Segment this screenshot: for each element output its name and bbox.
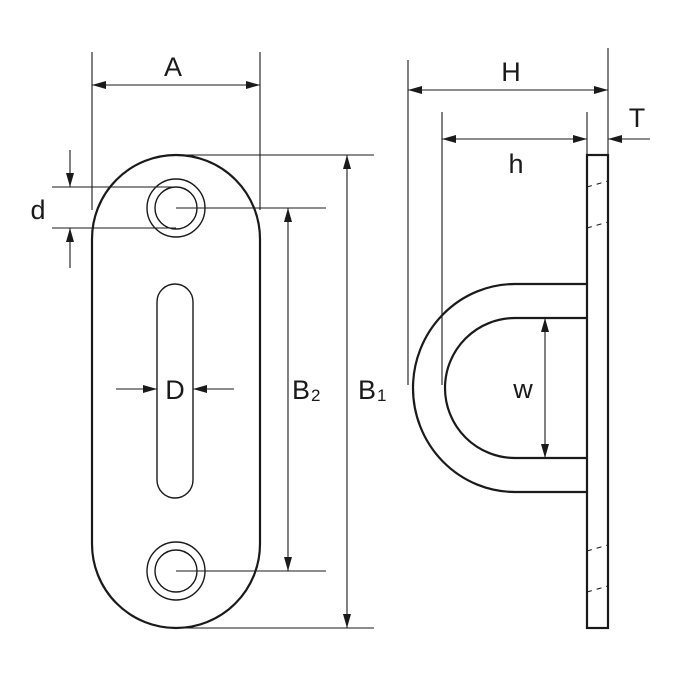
dimension-B1: B1 bbox=[343, 155, 386, 628]
label-A: A bbox=[164, 52, 182, 82]
label-B1: B1 bbox=[358, 375, 386, 405]
label-d: d bbox=[30, 195, 45, 225]
dimension-d: d bbox=[30, 150, 176, 268]
side-view: H h T w bbox=[407, 48, 650, 630]
loop-outer bbox=[411, 282, 587, 494]
label-T: T bbox=[629, 103, 646, 133]
dimension-A: A bbox=[91, 52, 261, 210]
label-D: D bbox=[165, 375, 185, 405]
center-slot bbox=[156, 283, 194, 499]
dimension-T: T bbox=[608, 103, 650, 143]
loop-inner bbox=[443, 316, 587, 460]
dimension-w: w bbox=[512, 318, 549, 458]
side-plate bbox=[585, 153, 610, 630]
dimension-D: D bbox=[116, 375, 234, 405]
dimension-h: h bbox=[441, 112, 588, 385]
label-h: h bbox=[508, 149, 523, 179]
dimension-B2: B2 bbox=[284, 208, 320, 571]
label-H: H bbox=[501, 57, 521, 87]
dimension-H: H bbox=[407, 48, 609, 385]
front-view: A d D B2 bbox=[30, 52, 386, 630]
label-B2: B2 bbox=[292, 375, 320, 405]
label-w: w bbox=[512, 374, 533, 404]
